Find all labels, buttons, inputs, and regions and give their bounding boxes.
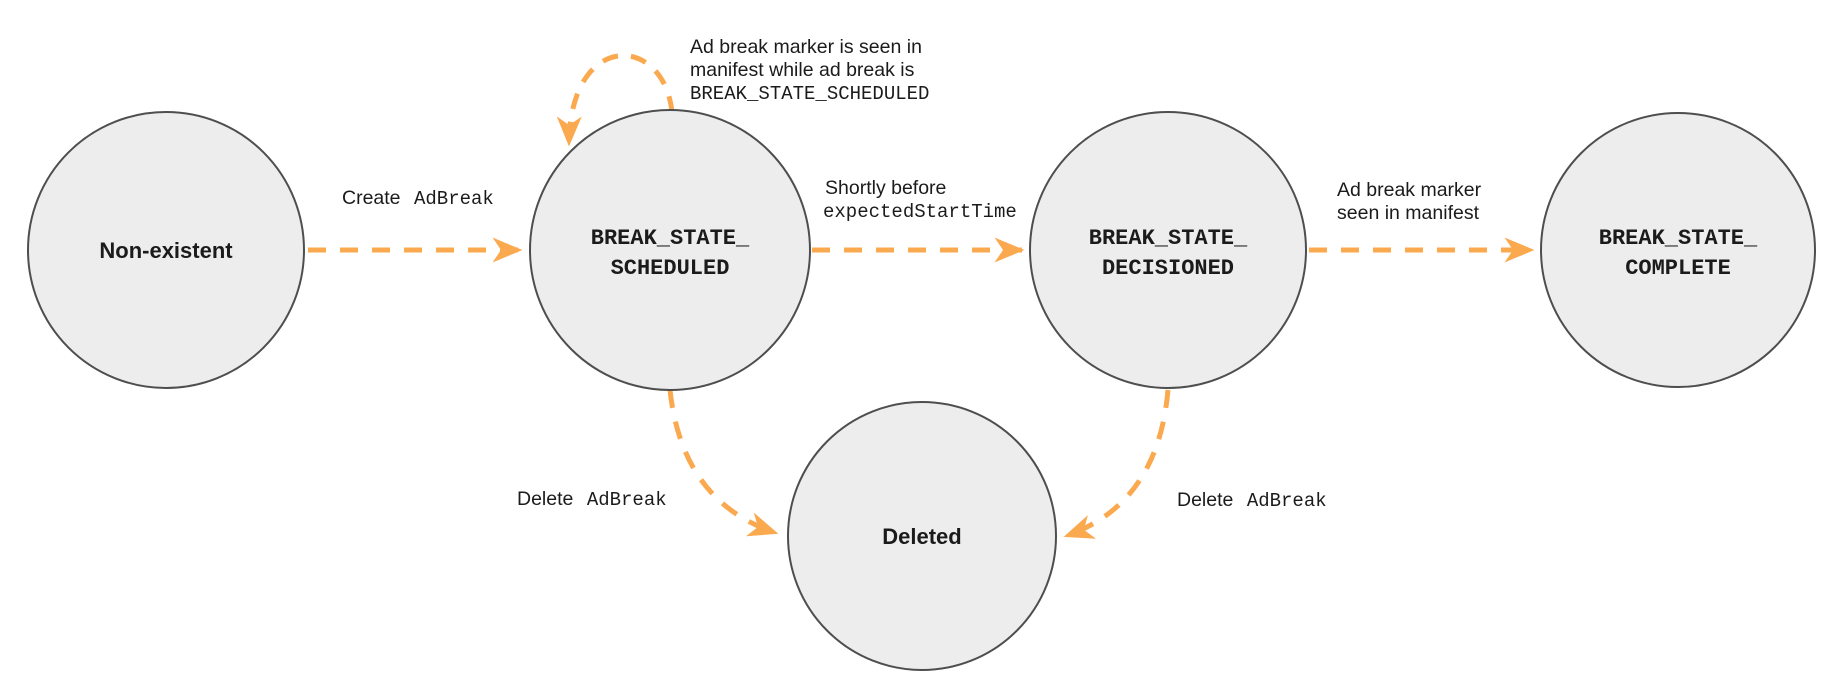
label-marker-seen-line1: Ad break marker xyxy=(1337,179,1482,201)
state-label-decisioned-line2: DECISIONED xyxy=(1102,256,1234,281)
state-label-complete-line1: BREAK_STATE_ xyxy=(1599,226,1758,251)
state-break-state-decisioned xyxy=(1029,111,1307,389)
label-marker-seen-line2: seen in manifest xyxy=(1337,202,1480,224)
edge-decisioned-to-deleted xyxy=(1063,389,1171,539)
state-non-existent xyxy=(27,111,305,389)
state-label-scheduled-line1: BREAK_STATE_ xyxy=(591,226,750,251)
label-delete-adbreak-left: Delete AdBreak xyxy=(517,488,667,511)
label-selfloop-line1: Ad break marker is seen in xyxy=(690,36,922,58)
label-delete-right-code: AdBreak xyxy=(1247,490,1327,512)
state-break-state-scheduled xyxy=(529,109,811,391)
state-label-decisioned-line1: BREAK_STATE_ xyxy=(1089,226,1248,251)
state-label-non-existent: Non-existent xyxy=(99,238,233,263)
edge-scheduled-to-deleted xyxy=(667,389,779,537)
label-create-adbreak: Create AdBreak xyxy=(342,187,494,210)
label-create-plain: Create xyxy=(342,187,401,209)
state-label-deleted: Deleted xyxy=(882,524,961,549)
state-label-complete-line2: COMPLETE xyxy=(1625,256,1731,281)
state-break-state-complete xyxy=(1540,112,1816,388)
label-shortly-before-line2: expectedStartTime xyxy=(823,201,1017,223)
label-selfloop-line3: BREAK_STATE_SCHEDULED xyxy=(690,83,929,105)
state-label-scheduled-line2: SCHEDULED xyxy=(611,256,730,281)
label-selfloop-line2: manifest while ad break is xyxy=(690,59,915,81)
label-delete-right-plain: Delete xyxy=(1177,489,1233,511)
label-delete-left-plain: Delete xyxy=(517,488,573,510)
label-delete-adbreak-right: Delete AdBreak xyxy=(1177,489,1327,512)
label-delete-left-code: AdBreak xyxy=(587,489,667,511)
label-shortly-before-line1: Shortly before xyxy=(825,177,946,199)
edge-self-loop-scheduled xyxy=(556,53,675,147)
state-deleted xyxy=(787,401,1057,671)
label-create-code: AdBreak xyxy=(414,188,494,210)
